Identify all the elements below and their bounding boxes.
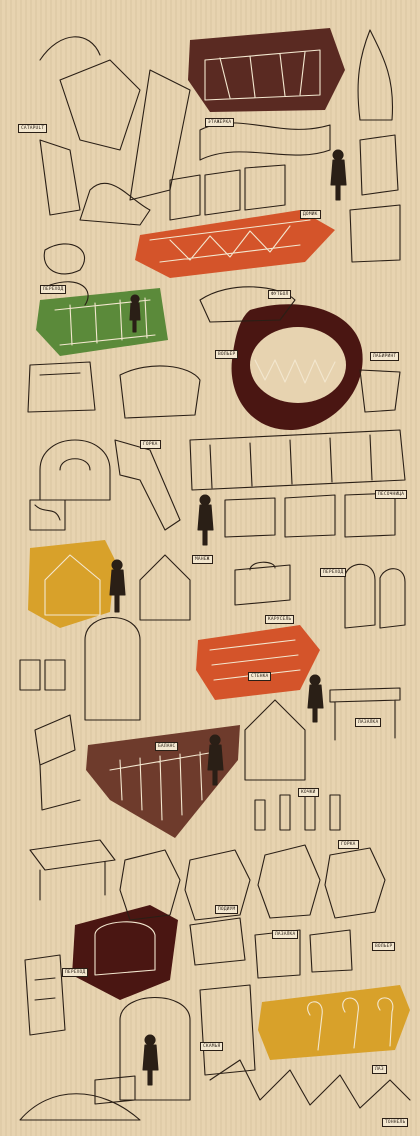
label-18: ПОДИУМ	[215, 905, 239, 914]
orange-accent-blob	[135, 210, 335, 278]
sketch-child-silhouette-3	[197, 494, 214, 546]
sketch-table	[329, 687, 401, 741]
sketch-gates	[19, 659, 66, 691]
label-10: МАНЕЖ	[192, 555, 213, 564]
label-22: СКАМЬЯ	[200, 1042, 224, 1051]
label-7: ЛАБИРИНТ	[370, 352, 400, 361]
label-20: ВОЛЬЕР	[372, 942, 396, 951]
label-12: ПЕРЕХОД	[320, 568, 347, 577]
label-5: ФУТБОЛ	[268, 290, 292, 299]
label-15: ЛАЗАЛКА	[355, 718, 382, 727]
label-24: ЛАЗ	[372, 1065, 387, 1074]
sketch-hex-frames	[119, 844, 386, 921]
sketch-bridge-truss	[149, 219, 311, 263]
sketch-frame-box	[199, 984, 256, 1076]
label-catapult: CATAPULT	[18, 124, 48, 133]
label-14: БАЛАНС	[155, 742, 179, 751]
dark-red-accent-blob	[72, 905, 178, 1000]
sketch-boxes-right	[349, 134, 401, 263]
sketch-mound	[19, 1093, 141, 1121]
label-9: ПЕСОЧНИЦА	[375, 490, 408, 499]
sketch-child-silhouette-2	[129, 294, 141, 333]
label-2: ЭТАЖЕРКА	[205, 118, 235, 127]
sketch-child-silhouette-7	[142, 1034, 159, 1086]
sketch-leaf-forms	[43, 243, 89, 306]
sketch-cushions	[189, 917, 353, 979]
label-21: ПЕРЕХОД	[62, 968, 89, 977]
sketch-textured-tile	[29, 499, 66, 531]
label-23: ТОННЕЛЬ	[382, 1118, 409, 1127]
sketch-pavilion	[27, 361, 96, 413]
sketch-round-house	[39, 439, 111, 501]
sketch-carousel	[119, 365, 201, 419]
sketch-child-silhouette-6	[207, 734, 224, 786]
sketch-arch-form	[39, 36, 191, 201]
sketch-right-seats	[359, 369, 401, 413]
sketch-house-2	[139, 554, 191, 621]
label-13: СТЕНКА	[248, 672, 272, 681]
sketch-house-3	[244, 699, 306, 781]
label-3: ДОМИК	[300, 210, 321, 219]
sketch-canopy	[29, 839, 116, 901]
sketch-pods	[344, 563, 406, 629]
orange-accent-blob-2	[196, 625, 320, 700]
label-8: ГОРКА	[140, 440, 161, 449]
sketch-pipe	[234, 561, 291, 606]
sketch-bridge-frame	[204, 49, 321, 101]
sketch-ring-teeth	[254, 359, 336, 384]
sketch-child-silhouette	[330, 149, 347, 201]
sketch-l-shape	[34, 714, 81, 811]
label-17: ГОРКА	[338, 840, 359, 849]
sketch-cubes	[224, 492, 396, 538]
sketch-child-silhouette-4	[109, 559, 126, 613]
sketch-arch-bottom	[119, 996, 191, 1101]
label-16: КОЧКИ	[298, 788, 319, 797]
sketch-stepper	[94, 1075, 136, 1105]
mustard-accent-blob	[28, 540, 115, 628]
label-4: ПЕРЕХОД	[40, 285, 67, 294]
sketch-arch-tall	[84, 617, 141, 721]
sketch-figures-row	[254, 789, 341, 831]
sketch-bench-row	[189, 429, 406, 491]
sketch-trees	[307, 997, 394, 1051]
sketch-dome	[199, 286, 296, 323]
sketch-panels	[169, 164, 286, 221]
label-6: ВОЛЬЕР	[215, 350, 239, 359]
dark-red-ring-hole	[250, 327, 346, 403]
label-11: КАРУСЕЛЬ	[265, 615, 295, 624]
sketch-green-frame	[54, 297, 156, 346]
sketch-rounded-chair	[94, 921, 156, 976]
sketch-tall-figure	[357, 29, 394, 121]
sketch-child-silhouette-5	[307, 674, 324, 723]
sketch-zigzag-tunnel	[209, 1059, 411, 1109]
sketch-posts	[109, 751, 216, 821]
green-accent-blob	[36, 288, 168, 356]
maroon-accent-blob	[188, 28, 345, 112]
sketch-house	[44, 554, 101, 616]
sketch-climber-left	[24, 954, 66, 1036]
brown-accent-blob	[86, 725, 240, 838]
sketch-slide	[114, 439, 181, 531]
label-19: ЛАЗАЛКА	[272, 930, 299, 939]
mustard-accent-blob-2	[258, 985, 410, 1060]
sketch-seat-form	[39, 139, 151, 226]
sketch-wave-form	[199, 122, 331, 161]
